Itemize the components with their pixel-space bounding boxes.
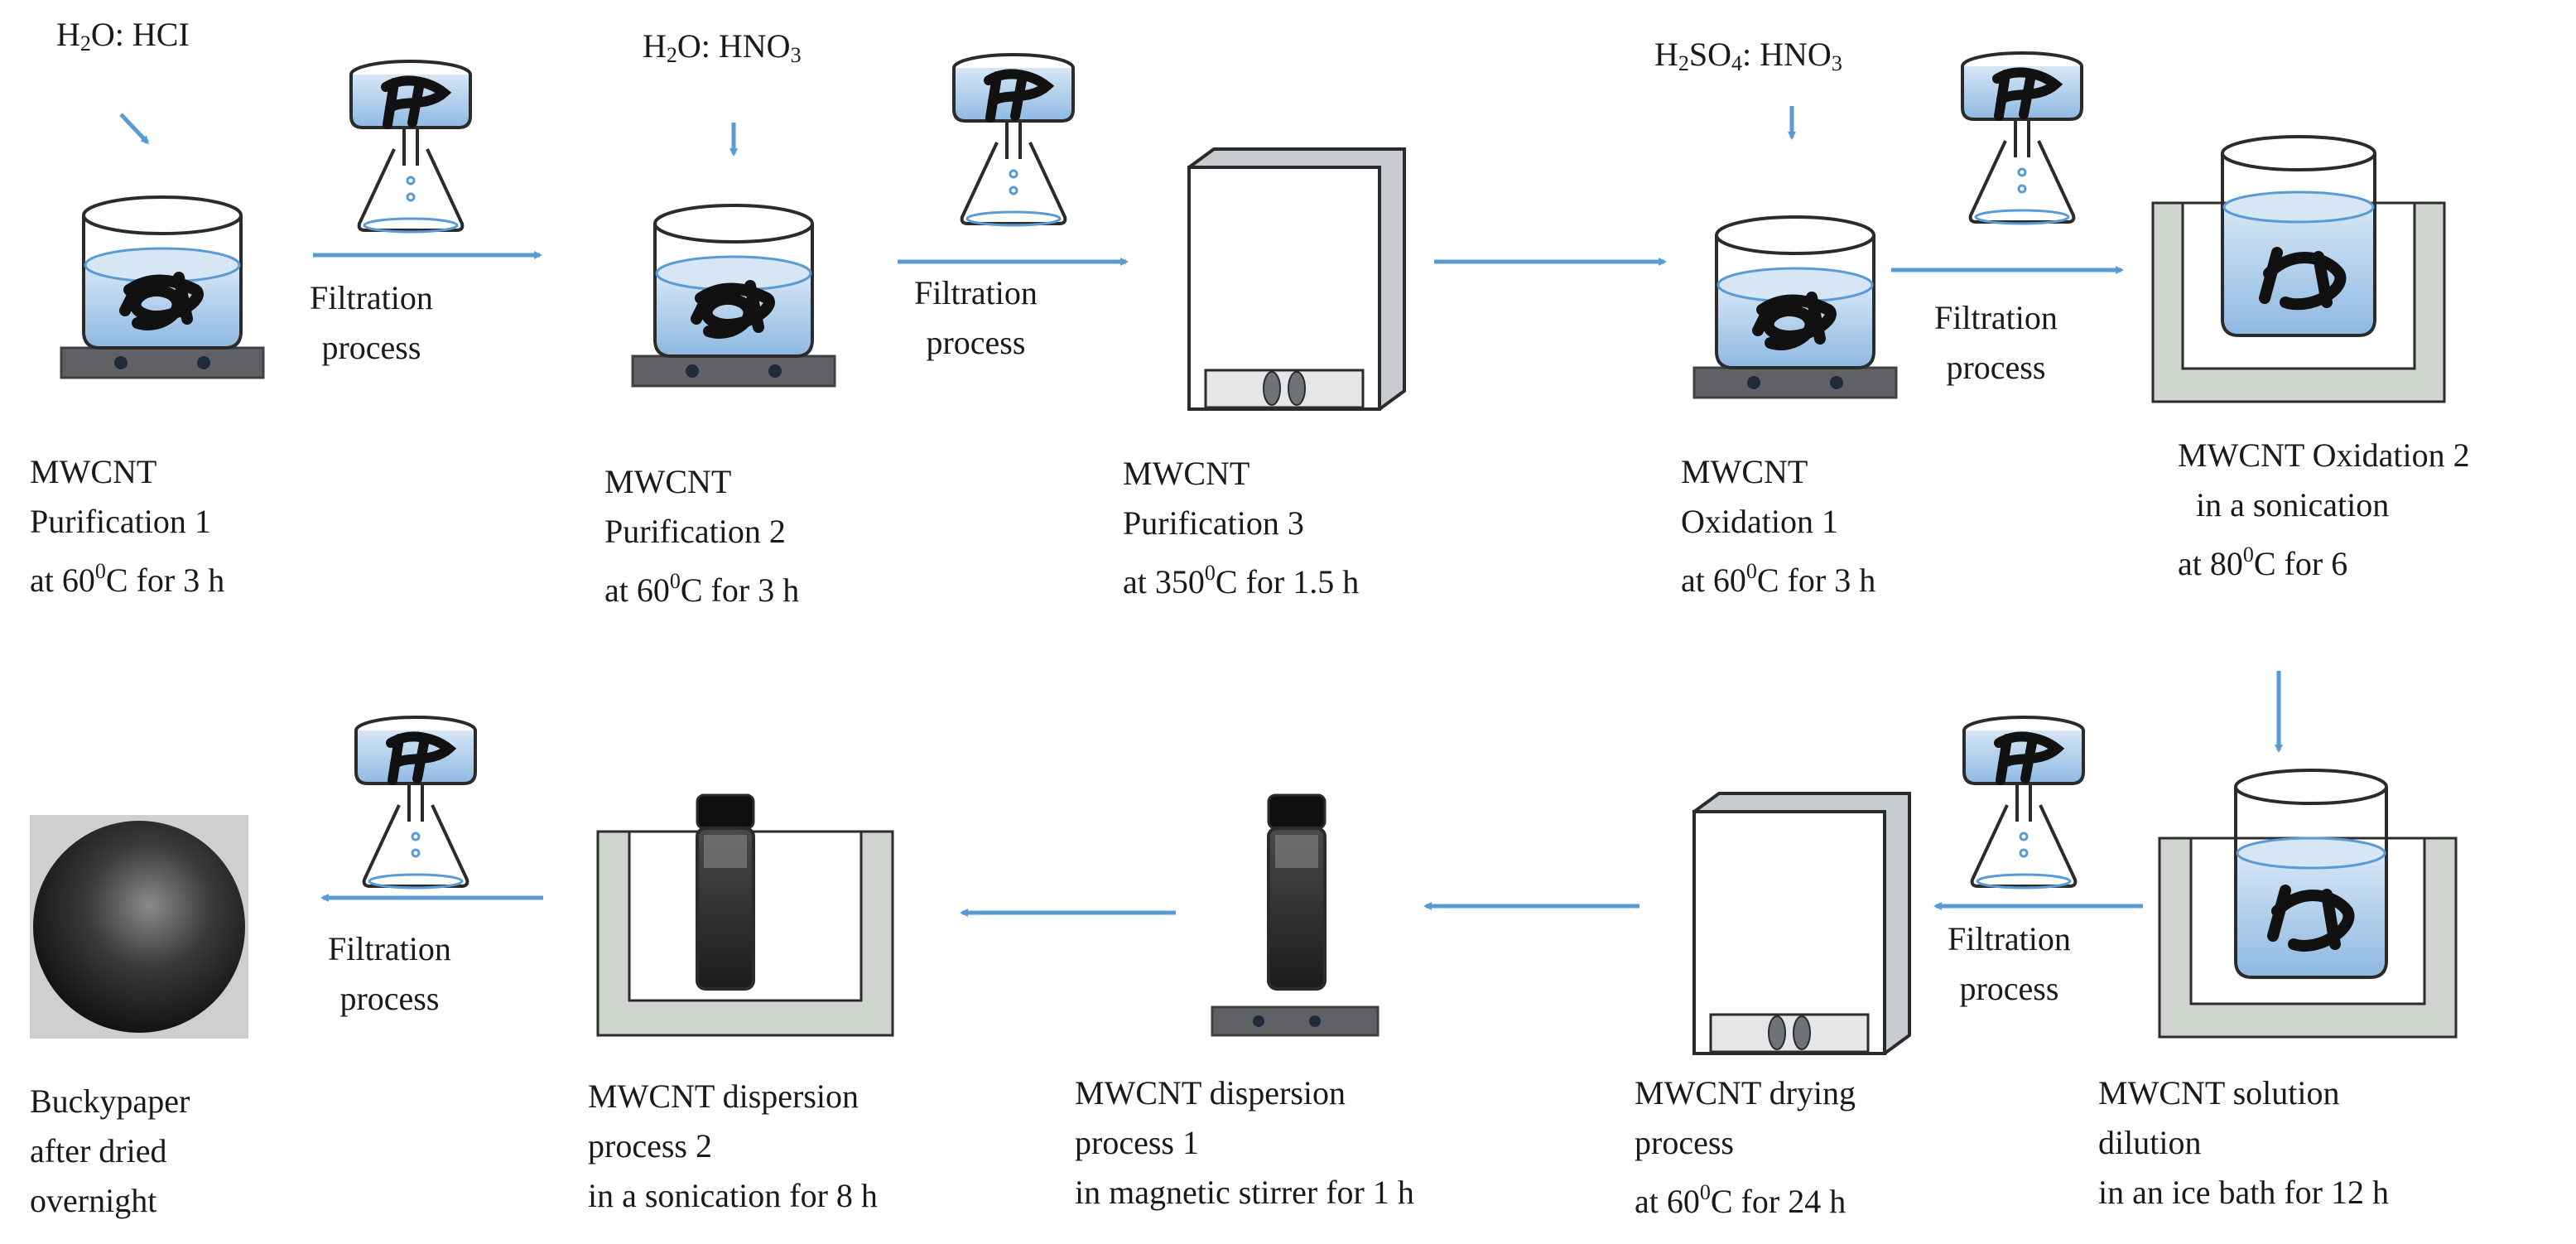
buckypaper-photo: [30, 815, 248, 1039]
filtration-funnel-icon: [356, 717, 475, 888]
filtration-funnel-icon: [954, 55, 1073, 225]
beaker-stirrer-icon: [633, 205, 835, 386]
reagent-label-hcl: H2O: HCI: [56, 16, 190, 55]
beaker-stirrer-icon: [1694, 217, 1896, 398]
sonication-bath-icon: [2151, 135, 2446, 403]
reagent-arrow: [119, 113, 150, 145]
flow-arrows: [119, 106, 2283, 917]
beaker-stirrer-icon: [61, 197, 263, 378]
vial-sonication-icon: [596, 793, 894, 1037]
oven-icon: [1187, 147, 1406, 411]
ice-bath-icon: [2158, 769, 2458, 1039]
filtration-funnel-icon: [1964, 717, 2083, 888]
vial-stirrer-icon: [1211, 793, 1379, 1037]
filtration-funnel-icon: [351, 61, 470, 232]
oven-icon: [1692, 792, 1911, 1055]
reagent-label-hno3: H2O: HNO3: [643, 27, 802, 67]
reagent-label-h2so4-hno3: H2SO4: HNO3: [1654, 36, 1842, 75]
filtration-funnel-icon: [1962, 53, 2082, 224]
